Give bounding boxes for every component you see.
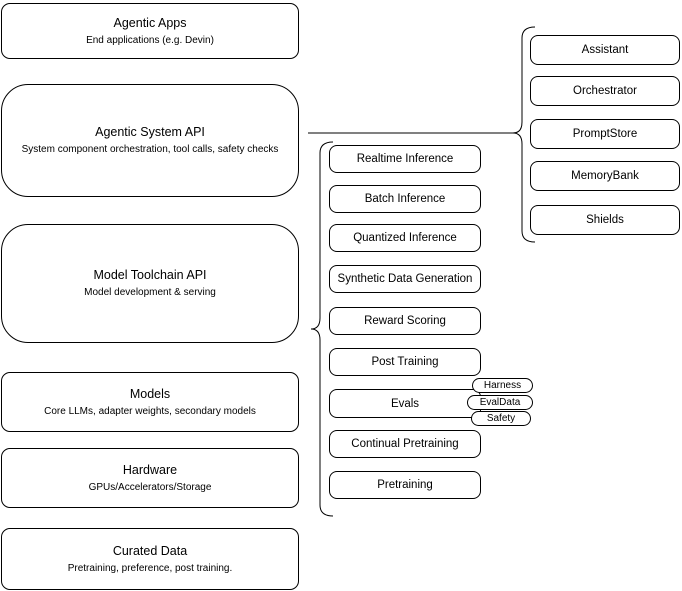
node-models: Models Core LLMs, adapter weights, secon…	[1, 372, 299, 432]
badge-evaldata: EvalData	[467, 395, 533, 410]
node-subtitle: GPUs/Accelerators/Storage	[88, 481, 212, 493]
node-title: Models	[129, 386, 171, 401]
node-agentic-apps: Agentic Apps End applications (e.g. Devi…	[1, 3, 299, 59]
node-hardware: Hardware GPUs/Accelerators/Storage	[1, 448, 299, 508]
badge-safety: Safety	[471, 411, 531, 426]
node-memorybank: MemoryBank	[530, 161, 680, 191]
node-subtitle: Pretraining, preference, post training.	[67, 562, 233, 574]
node-title: Agentic System API	[95, 125, 205, 139]
node-post-training: Post Training	[329, 348, 481, 376]
node-orchestrator: Orchestrator	[530, 76, 680, 106]
node-realtime-inference: Realtime Inference	[329, 145, 481, 173]
node-assistant: Assistant	[530, 35, 680, 65]
node-subtitle: System component orchestration, tool cal…	[21, 144, 279, 155]
node-quantized-inference: Quantized Inference	[329, 224, 481, 252]
node-title: Model Toolchain API	[93, 268, 207, 282]
node-title: Curated Data	[112, 543, 188, 558]
node-title: Agentic Apps	[113, 15, 187, 30]
badge-harness: Harness	[472, 378, 533, 393]
node-pretraining: Pretraining	[329, 471, 481, 499]
node-subtitle: Model development & serving	[84, 287, 216, 298]
node-agentic-system-api: Agentic System API System component orch…	[1, 84, 299, 197]
node-shields: Shields	[530, 205, 680, 235]
node-subtitle: End applications (e.g. Devin)	[86, 34, 214, 46]
node-reward-scoring: Reward Scoring	[329, 307, 481, 335]
node-evals: Evals	[329, 389, 481, 418]
node-subtitle: Core LLMs, adapter weights, secondary mo…	[44, 405, 256, 417]
node-batch-inference: Batch Inference	[329, 185, 481, 213]
node-continual-pretraining: Continual Pretraining	[329, 430, 481, 458]
node-curated-data: Curated Data Pretraining, preference, po…	[1, 528, 299, 590]
node-promptstore: PromptStore	[530, 119, 680, 149]
node-title: Hardware	[122, 462, 178, 477]
node-model-toolchain-api: Model Toolchain API Model development & …	[1, 224, 299, 343]
node-synthetic-data-generation: Synthetic Data Generation	[329, 265, 481, 293]
